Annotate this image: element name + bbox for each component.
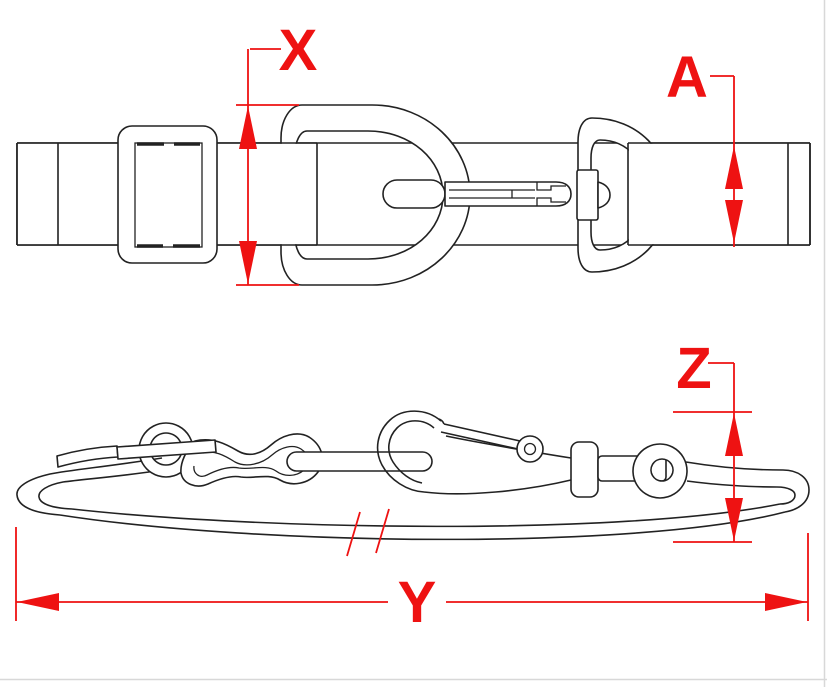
snap-hook-side-view <box>376 410 572 495</box>
buckle-webbing-edges <box>137 142 200 248</box>
buckle-bar-side-view <box>116 439 217 460</box>
buckle-frame <box>117 125 218 264</box>
dimension-x-label: X <box>279 18 318 83</box>
snap-hook-ear <box>376 410 442 493</box>
dimension-a-arrow-down <box>725 200 743 243</box>
swivel-barrel <box>576 169 599 221</box>
snap-hook-shaft <box>286 451 433 472</box>
gate-rivet-outer <box>516 435 544 463</box>
dimension-a-arrow-up <box>725 146 743 189</box>
slide-buckle <box>117 125 218 264</box>
dimension-a: A <box>666 45 743 247</box>
strap-right-fold-outline <box>627 142 811 246</box>
gate-rivet-inner <box>523 442 537 456</box>
snap-hook-gate-lever <box>438 418 521 450</box>
snap-hook-gate-detail <box>449 182 566 206</box>
dimension-x-lines <box>236 48 299 286</box>
strap-side-profile <box>16 457 810 541</box>
loose-strap-end <box>56 445 119 468</box>
dimension-z-arrow-down <box>725 498 743 541</box>
strap-band-top <box>71 503 781 528</box>
snap-hook-body <box>444 181 572 207</box>
dimension-z: Z <box>673 336 752 543</box>
dimension-x-arrow-down <box>239 241 257 284</box>
dimension-z-label: Z <box>676 336 711 401</box>
break-marks <box>346 508 390 557</box>
strap-right-fold <box>628 143 809 245</box>
dimension-x: X <box>236 18 318 286</box>
dimension-a-label: A <box>666 45 708 110</box>
dimension-x-arrow-up <box>239 106 257 149</box>
buckle-opening <box>134 142 203 248</box>
dimension-z-arrow-up <box>725 413 743 456</box>
dimension-y-label: Y <box>398 570 437 635</box>
swivel-collar <box>570 441 599 498</box>
right-end-loop <box>685 461 810 513</box>
swivel-eye-ring-side <box>632 443 688 499</box>
snap-hook-eye-loop <box>382 179 446 209</box>
dimension-y-lines <box>15 527 809 621</box>
bottom-view: Z Y <box>15 336 810 635</box>
snap-hook-top-view <box>382 179 572 209</box>
swivel-side-view <box>570 441 688 499</box>
left-end-loop <box>16 457 164 516</box>
top-view: X A <box>16 18 811 286</box>
dimension-y-arrow-right <box>765 593 807 611</box>
strap-band-bottom <box>59 511 786 541</box>
d-ring-side-view <box>138 422 194 478</box>
dimension-y-arrow-left <box>17 593 59 611</box>
snap-hook-body-edges <box>423 435 572 495</box>
swivel-pivot-bump <box>597 181 611 209</box>
dimension-y: Y <box>15 527 809 635</box>
